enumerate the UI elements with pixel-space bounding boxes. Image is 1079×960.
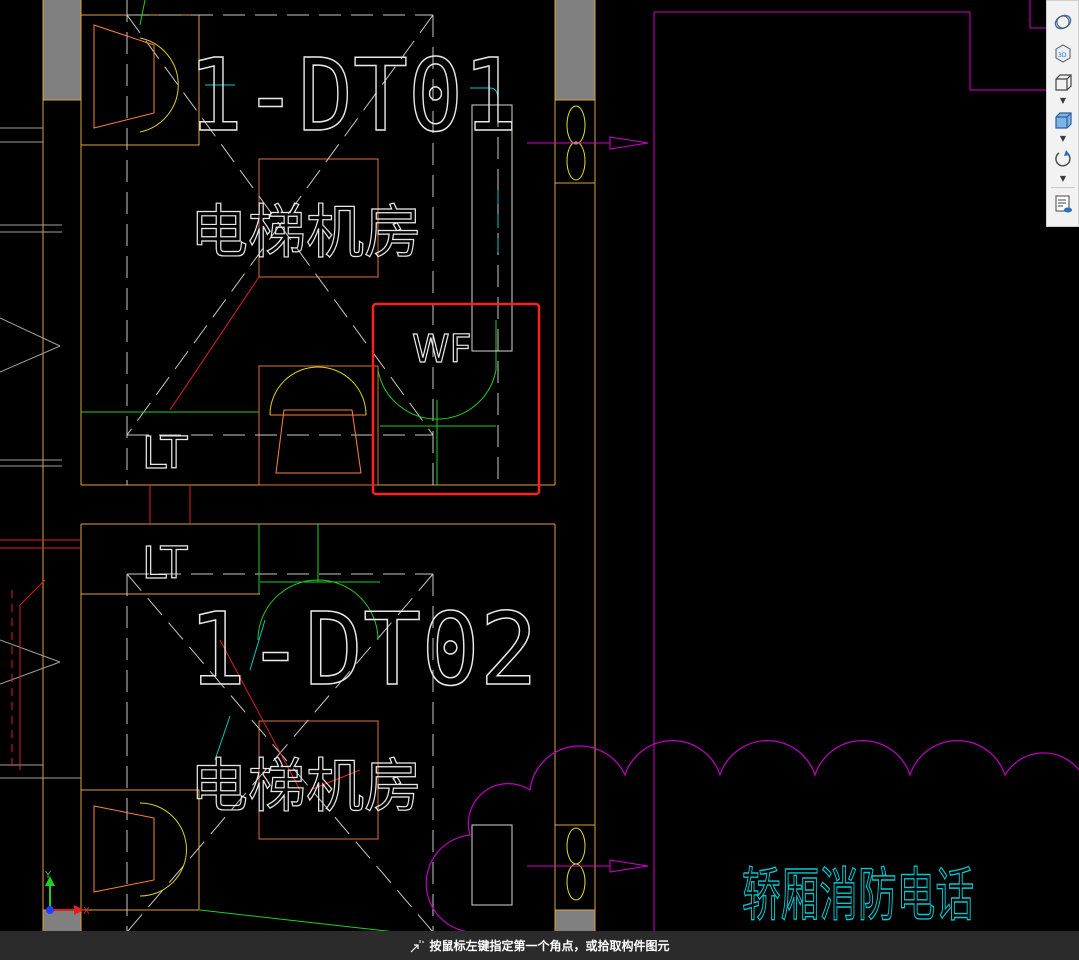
shaded-cube-icon[interactable] bbox=[1052, 109, 1074, 131]
cursor-pick-icon bbox=[411, 939, 425, 952]
toolbar-separator bbox=[1051, 187, 1075, 188]
wall-column-left-top bbox=[43, 0, 81, 100]
lt-label-upper: LT bbox=[142, 428, 187, 479]
wall-column-right-bottom bbox=[555, 910, 595, 932]
layer-display-icon[interactable] bbox=[1052, 193, 1074, 215]
shading-dropdown-icon[interactable]: ▼ bbox=[1059, 134, 1067, 143]
axis-y-label: Y bbox=[44, 870, 52, 881]
rotate-dropdown-icon[interactable]: ▼ bbox=[1059, 174, 1067, 183]
left-edge-lines bbox=[0, 127, 81, 779]
revision-cloud bbox=[425, 740, 1079, 933]
wf-label: WF bbox=[412, 327, 471, 371]
axis-x-label: X bbox=[83, 906, 90, 917]
wall-column-right-top bbox=[555, 0, 595, 100]
view-cube-icon[interactable] bbox=[1052, 71, 1074, 93]
machine-room-label-lower: 电梯机房 bbox=[190, 752, 422, 820]
red-lines bbox=[0, 276, 361, 791]
orbit-icon[interactable] bbox=[1052, 11, 1074, 33]
cloud-annotation-text: 轿厢消防电话 bbox=[742, 861, 974, 929]
cyan-lines bbox=[205, 84, 499, 761]
svg-text:3D: 3D bbox=[1058, 52, 1067, 59]
command-status-bar: 按鼠标左键指定第一个角点，或拾取构件图元 bbox=[0, 931, 1079, 960]
pipe-outlines bbox=[471, 104, 513, 906]
door-symbols bbox=[93, 24, 367, 897]
selection-highlight-box[interactable] bbox=[371, 302, 541, 496]
wall-column-left-bottom bbox=[43, 910, 81, 932]
lt-label-lower: LT bbox=[142, 538, 187, 589]
ucs-axis-icon: Y X bbox=[44, 870, 90, 917]
fan-symbols bbox=[566, 105, 586, 901]
command-prompt-text: 按鼠标左键指定第一个角点，或拾取构件图元 bbox=[429, 939, 670, 953]
3d-view-icon[interactable]: 3D bbox=[1052, 42, 1074, 64]
dashed-grid-lines bbox=[126, 0, 499, 933]
view-toolbar: 3D ▼ ▼ ▼ bbox=[1046, 0, 1079, 227]
room-tag-lower: 1-DT02 bbox=[188, 591, 538, 708]
magenta-lines bbox=[527, 0, 1046, 932]
rotate-icon[interactable] bbox=[1052, 148, 1074, 170]
machine-room-label-upper: 电梯机房 bbox=[190, 198, 422, 266]
view-cube-dropdown-icon[interactable]: ▼ bbox=[1059, 96, 1067, 105]
room-tag-upper: 1-DT01 bbox=[188, 37, 518, 154]
